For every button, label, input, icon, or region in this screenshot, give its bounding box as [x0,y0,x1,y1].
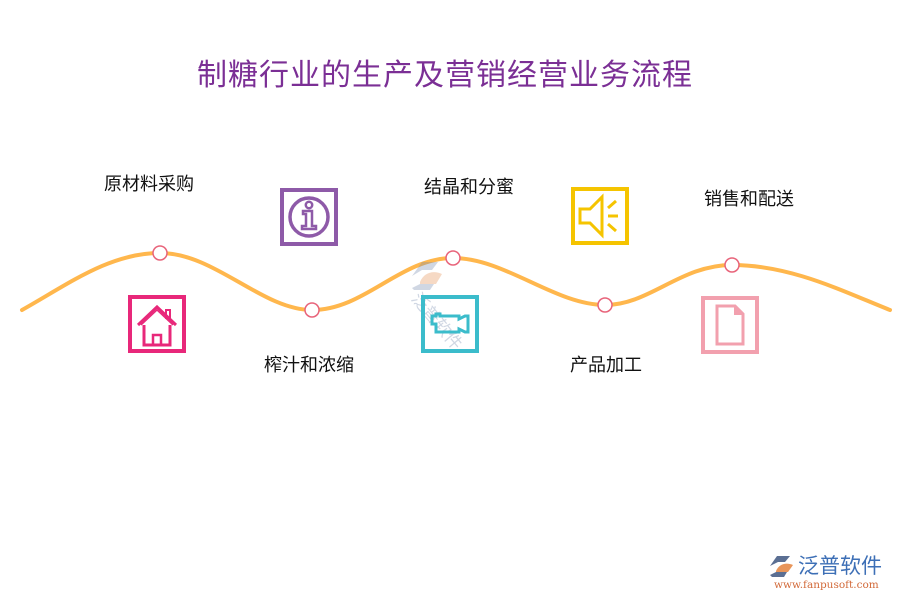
video-camera-icon-box [421,295,479,353]
flow-node-4 [597,297,613,313]
step-label-juicing-concentration: 榨汁和浓缩 [264,355,354,376]
speaker-icon-box [571,187,629,245]
house-icon [128,295,186,353]
document-icon [701,296,759,354]
video-camera-icon [421,295,479,353]
brand-name: 泛普软件 [798,554,882,578]
info-icon-box [280,188,338,246]
brand-logo: 泛普软件 www.fanpusoft.com [768,552,898,596]
speaker-icon [571,187,629,245]
step-label-raw-material-purchase: 原材料采购 [104,174,194,195]
step-label-crystallization: 结晶和分蜜 [424,177,514,198]
brand-url: www.fanpusoft.com [774,579,879,591]
document-icon-box [701,296,759,354]
house-icon-box [128,295,186,353]
step-label-sales-distribution: 销售和配送 [704,189,794,210]
info-icon [280,188,338,246]
page-title: 制糖行业的生产及营销经营业务流程 [197,58,693,93]
flow-node-1 [152,245,168,261]
flow-node-5 [724,257,740,273]
fanpu-logo-icon [770,556,793,577]
flow-node-2 [304,302,320,318]
step-label-product-processing: 产品加工 [570,355,642,376]
flow-node-3 [445,250,461,266]
